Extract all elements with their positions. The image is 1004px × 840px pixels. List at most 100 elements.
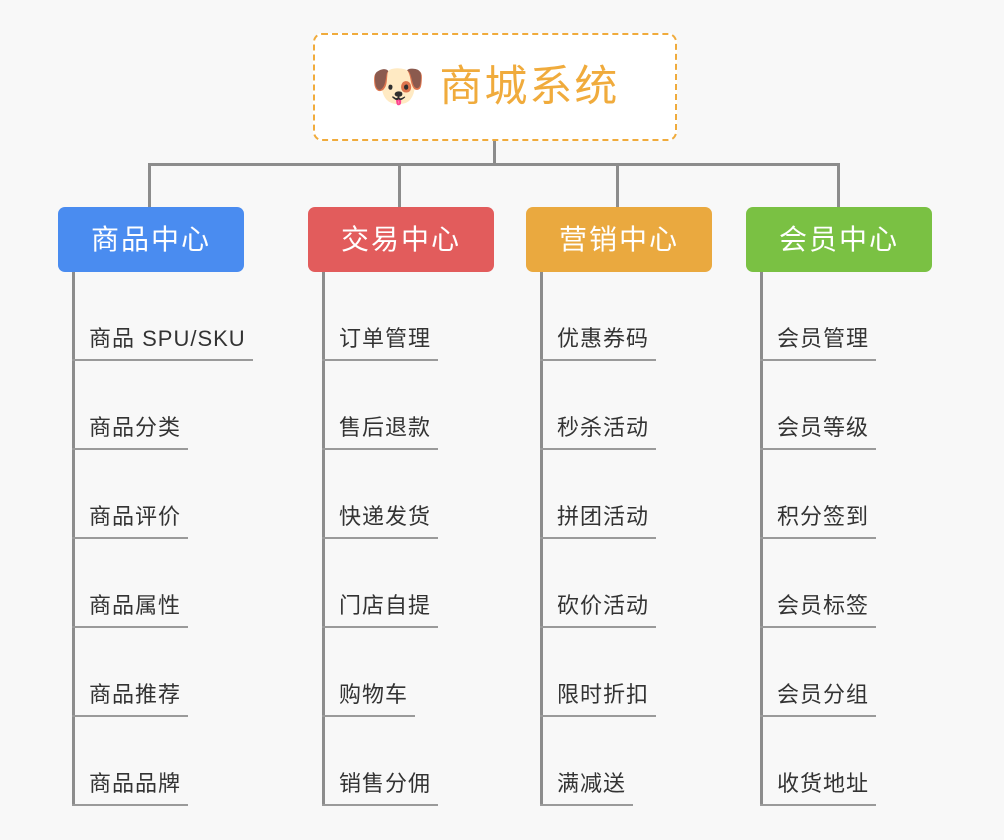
connector-drop-product-center <box>148 163 151 208</box>
branch-header-member-center[interactable]: 会员中心 <box>746 207 932 272</box>
list-item-underline <box>72 804 188 806</box>
list-item-label: 售后退款 <box>339 415 432 440</box>
list-item[interactable]: 会员管理 <box>746 272 932 361</box>
list-item-label: 购物车 <box>339 682 409 707</box>
root-node[interactable]: 🐶 商城系统 <box>313 33 677 141</box>
list-item-label: 订单管理 <box>339 326 432 351</box>
branch-marketing-center: 营销中心 优惠券码 秒杀活动 拼团活动 砍价活动 限时折扣 <box>526 207 712 806</box>
list-item-label: 会员分组 <box>777 682 870 707</box>
list-item[interactable]: 商品分类 <box>58 361 244 450</box>
list-item[interactable]: 商品属性 <box>58 539 244 628</box>
list-item-label: 满减送 <box>557 771 627 796</box>
list-item-label: 商品评价 <box>89 504 182 529</box>
list-item[interactable]: 优惠券码 <box>526 272 712 361</box>
list-item[interactable]: 商品推荐 <box>58 628 244 717</box>
list-item-underline <box>540 448 656 450</box>
list-item-underline <box>322 359 438 361</box>
branch-spine <box>322 272 325 806</box>
list-item[interactable]: 销售分佣 <box>308 717 494 806</box>
list-item-label: 商品分类 <box>89 415 182 440</box>
branch-trade-center: 交易中心 订单管理 售后退款 快递发货 门店自提 购物车 <box>308 207 494 806</box>
list-item-underline <box>322 537 438 539</box>
branch-header-label: 商品中心 <box>90 223 211 255</box>
connector-drop-member-center <box>837 163 840 208</box>
branch-body-member-center: 会员管理 会员等级 积分签到 会员标签 会员分组 收货地址 <box>746 272 932 806</box>
root-title: 商城系统 <box>439 62 620 111</box>
list-item-label: 砍价活动 <box>557 593 650 618</box>
list-item[interactable]: 满减送 <box>526 717 712 806</box>
branch-body-product-center: 商品 SPU/SKU 商品分类 商品评价 商品属性 商品推荐 商品品牌 <box>58 272 253 806</box>
list-item[interactable]: 商品评价 <box>58 450 244 539</box>
list-item[interactable]: 秒杀活动 <box>526 361 712 450</box>
connector-root-stem <box>493 141 496 163</box>
list-item-underline <box>72 359 253 361</box>
branch-body-marketing-center: 优惠券码 秒杀活动 拼团活动 砍价活动 限时折扣 满减送 <box>526 272 712 806</box>
list-item-underline <box>760 626 876 628</box>
list-item-underline <box>540 359 656 361</box>
list-item-underline <box>760 448 876 450</box>
list-item-underline <box>72 448 188 450</box>
list-item-underline <box>322 804 438 806</box>
branch-header-product-center[interactable]: 商品中心 <box>58 207 244 272</box>
list-item[interactable]: 会员等级 <box>746 361 932 450</box>
list-item-underline <box>760 537 876 539</box>
list-item-underline <box>760 804 876 806</box>
branch-header-label: 交易中心 <box>340 223 461 255</box>
list-item[interactable]: 门店自提 <box>308 539 494 628</box>
list-item[interactable]: 快递发货 <box>308 450 494 539</box>
list-item[interactable]: 订单管理 <box>308 272 494 361</box>
list-item[interactable]: 砍价活动 <box>526 539 712 628</box>
list-item[interactable]: 商品 SPU/SKU <box>58 272 253 361</box>
dog-face-icon: 🐶 <box>370 62 426 111</box>
list-item-label: 会员标签 <box>777 593 870 618</box>
list-item-underline <box>72 715 188 717</box>
list-item-label: 拼团活动 <box>557 504 650 529</box>
list-item-label: 商品推荐 <box>89 682 182 707</box>
connector-drop-trade-center <box>398 163 401 208</box>
list-item-label: 商品品牌 <box>89 771 182 796</box>
list-item[interactable]: 售后退款 <box>308 361 494 450</box>
list-item-label: 限时折扣 <box>557 682 650 707</box>
branch-header-label: 营销中心 <box>558 223 679 255</box>
list-item[interactable]: 限时折扣 <box>526 628 712 717</box>
list-item[interactable]: 会员标签 <box>746 539 932 628</box>
list-item-label: 快递发货 <box>339 504 432 529</box>
branch-header-marketing-center[interactable]: 营销中心 <box>526 207 712 272</box>
branch-header-trade-center[interactable]: 交易中心 <box>308 207 494 272</box>
list-item[interactable]: 商品品牌 <box>58 717 244 806</box>
list-item-underline <box>72 537 188 539</box>
branch-product-center: 商品中心 商品 SPU/SKU 商品分类 商品评价 商品属性 商品推荐 <box>58 207 253 806</box>
list-item-underline <box>760 359 876 361</box>
connector-horizontal-bus <box>148 163 840 166</box>
branch-header-label: 会员中心 <box>778 223 899 255</box>
list-item-underline <box>540 626 656 628</box>
list-item[interactable]: 积分签到 <box>746 450 932 539</box>
list-item-underline <box>322 715 415 717</box>
list-item-label: 秒杀活动 <box>557 415 650 440</box>
list-item-underline <box>540 715 656 717</box>
list-item[interactable]: 拼团活动 <box>526 450 712 539</box>
list-item-underline <box>322 448 438 450</box>
list-item-label: 商品 SPU/SKU <box>89 326 246 351</box>
list-item[interactable]: 购物车 <box>308 628 494 717</box>
branch-body-trade-center: 订单管理 售后退款 快递发货 门店自提 购物车 销售分佣 <box>308 272 494 806</box>
list-item-label: 商品属性 <box>89 593 182 618</box>
list-item-underline <box>72 626 188 628</box>
list-item-label: 门店自提 <box>339 593 432 618</box>
list-item-label: 积分签到 <box>777 504 870 529</box>
list-item[interactable]: 会员分组 <box>746 628 932 717</box>
branch-spine <box>72 272 75 806</box>
branch-member-center: 会员中心 会员管理 会员等级 积分签到 会员标签 会员分组 <box>746 207 932 806</box>
list-item[interactable]: 收货地址 <box>746 717 932 806</box>
branch-spine <box>760 272 763 806</box>
list-item-label: 收货地址 <box>777 771 870 796</box>
connector-drop-marketing-center <box>616 163 619 208</box>
list-item-label: 销售分佣 <box>339 771 432 796</box>
list-item-underline <box>322 626 438 628</box>
branch-spine <box>540 272 543 806</box>
list-item-label: 会员等级 <box>777 415 870 440</box>
list-item-label: 优惠券码 <box>557 326 650 351</box>
list-item-label: 会员管理 <box>777 326 870 351</box>
list-item-underline <box>760 715 876 717</box>
